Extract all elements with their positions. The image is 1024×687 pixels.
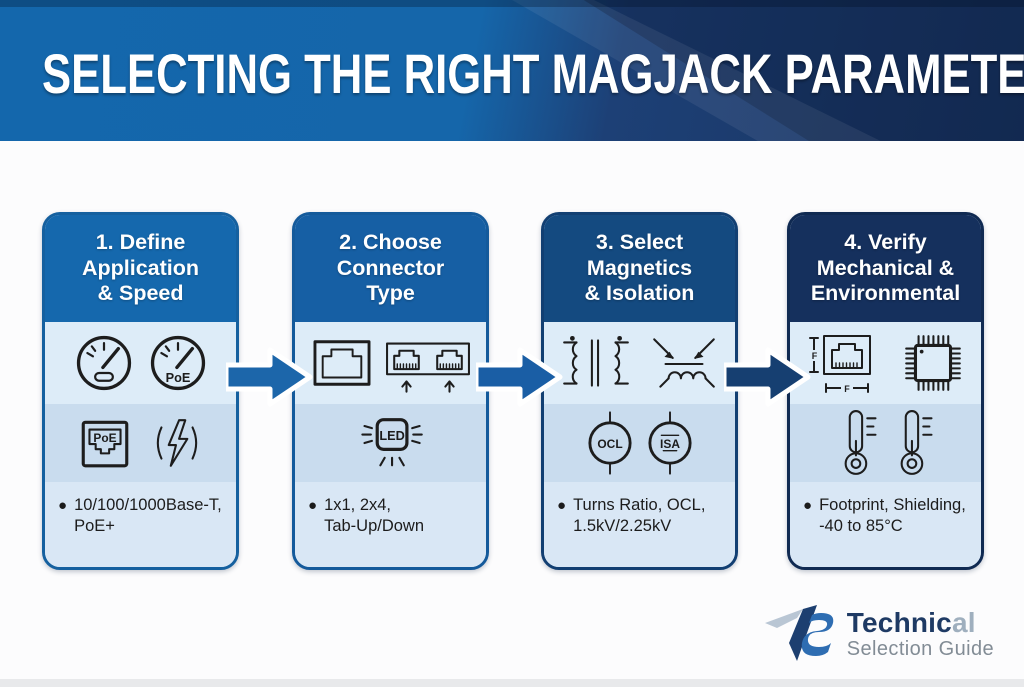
- logo-subtitle: Selection Guide: [846, 638, 994, 661]
- step-4-bullet: Footprint, Shielding, -40 to 85°C: [819, 496, 966, 536]
- step-4-icon-band-bottom: [790, 404, 981, 482]
- ocl-circle-icon: OCL: [587, 411, 632, 475]
- poe-jack-icon: PoE: [81, 420, 128, 468]
- speedometer-icon: [76, 335, 131, 391]
- bullet-marker: ●: [308, 497, 318, 514]
- svg-text:LED: LED: [379, 428, 404, 443]
- page-title: SELECTING THE RIGHT MAGJACK PARAMETERS: [42, 42, 1024, 105]
- step-2-bullet: 1x1, 2x4, Tab-Up/Down: [324, 496, 425, 536]
- svg-text:ISA: ISA: [660, 437, 680, 451]
- bottom-edge: [0, 679, 1024, 687]
- ts-logo-icon: [763, 603, 839, 665]
- step-2-title: 2. Choose Connector Type: [295, 215, 486, 322]
- step-1-title: 1. Define Application & Speed: [45, 215, 236, 322]
- step-4-title: 4. Verify Mechanical & Environmental: [790, 215, 981, 322]
- isolation-icon: [652, 338, 715, 388]
- step-2-icon-band-top: [295, 322, 486, 404]
- speedometer-poe-icon: PoE: [150, 335, 205, 391]
- svg-text:PoE: PoE: [165, 370, 190, 385]
- step-1-note: ● 10/100/1000Base-T, PoE+: [45, 482, 236, 567]
- thermometer-icon: [844, 410, 877, 475]
- step-4-icon-band-top: F F: [790, 322, 981, 404]
- bullet-marker: ●: [803, 497, 813, 514]
- lightning-bolt-icon: [156, 419, 197, 467]
- step-1-bullet: 10/100/1000Base-T, PoE+: [74, 496, 222, 536]
- step-card-3: 3. Select Magnetics & Isolation: [541, 212, 738, 570]
- step-card-2: 2. Choose Connector Type LED: [292, 212, 489, 570]
- svg-text:F: F: [811, 351, 817, 361]
- step-3-icon-band-bottom: OCL ISA: [544, 404, 735, 482]
- step-3-note: ● Turns Ratio, OCL, 1.5kV/2.25kV: [544, 482, 735, 567]
- step-1-icon-band-top: PoE: [45, 322, 236, 404]
- dual-rj45-ports-icon: [385, 342, 470, 393]
- step-card-4: 4. Verify Mechanical & Environmental F F: [787, 212, 984, 570]
- led-indicator-icon: LED: [360, 418, 423, 467]
- step-3-bullet: Turns Ratio, OCL, 1.5kV/2.25kV: [573, 496, 706, 536]
- logo-name-light: al: [951, 606, 976, 638]
- logo-text: Technical Selection Guide: [847, 608, 994, 660]
- svg-text:OCL: OCL: [597, 437, 622, 451]
- flow-arrow-1: [226, 347, 313, 407]
- bullet-marker: ●: [58, 497, 68, 514]
- step-card-1: 1. Define Application & Speed PoE PoE: [42, 212, 239, 570]
- step-2-note: ● 1x1, 2x4, Tab-Up/Down: [295, 482, 486, 567]
- flow-arrow-3: [724, 347, 811, 407]
- brand-logo: Technical Selection Guide: [763, 603, 994, 665]
- header-banner: SELECTING THE RIGHT MAGJACK PARAMETERS: [0, 0, 1024, 141]
- bullet-marker: ●: [557, 497, 567, 514]
- svg-text:F: F: [844, 384, 850, 394]
- step-2-icon-band-bottom: LED: [295, 404, 486, 482]
- step-4-note: ● Footprint, Shielding, -40 to 85°C: [790, 482, 981, 567]
- thermometer-icon: [900, 410, 933, 475]
- flow-arrow-2: [476, 347, 563, 407]
- isa-circle-icon: ISA: [647, 411, 692, 475]
- svg-text:PoE: PoE: [93, 431, 116, 445]
- logo-name-dark: Technic: [846, 606, 952, 638]
- step-3-title: 3. Select Magnetics & Isolation: [544, 215, 735, 322]
- logo-name: Technical: [847, 608, 994, 637]
- step-3-icon-band-top: [544, 322, 735, 404]
- transformer-icon: [562, 335, 629, 387]
- step-1-icon-band-bottom: PoE: [45, 404, 236, 482]
- ic-chip-icon: [904, 335, 961, 391]
- footprint-dimensions-icon: F F: [808, 335, 871, 394]
- rj45-port-icon: [313, 340, 370, 386]
- banner-top-edge: [0, 0, 1024, 7]
